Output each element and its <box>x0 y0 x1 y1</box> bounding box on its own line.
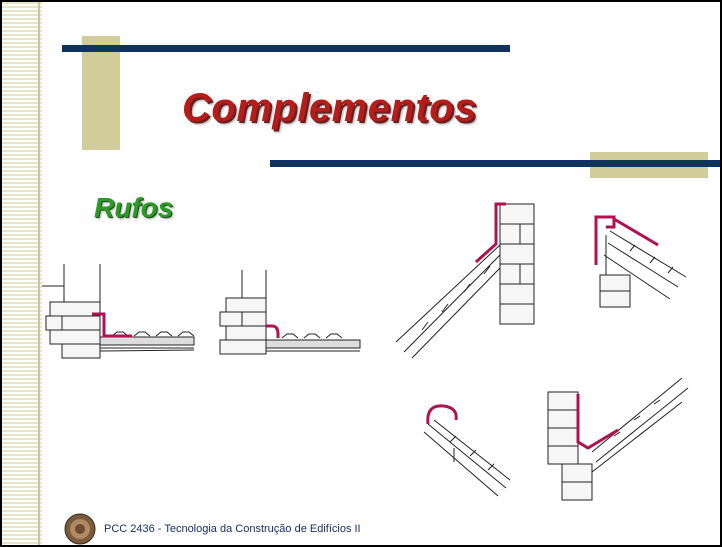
university-seal-icon <box>64 513 96 545</box>
navy-bar-top <box>62 45 510 52</box>
navy-bar-bottom <box>270 160 720 167</box>
slide-subtitle: Rufos <box>94 192 174 223</box>
left-stripe-decoration <box>2 2 42 545</box>
tan-block-top <box>82 36 120 150</box>
rufo-drawing-5 <box>423 404 511 497</box>
footer: PCC 2436 - Tecnologia da Construção de E… <box>64 513 361 545</box>
rufo-drawing-6 <box>547 377 689 501</box>
rufo-drawing-3 <box>395 202 535 359</box>
rufo-drawing-2 <box>219 270 361 355</box>
slide-title: Complementos <box>182 86 477 130</box>
rufo-drawing-4 <box>594 215 687 308</box>
footer-course-name: PCC 2436 - Tecnologia da Construção de E… <box>104 523 361 535</box>
rufo-drawing-1 <box>42 264 195 359</box>
